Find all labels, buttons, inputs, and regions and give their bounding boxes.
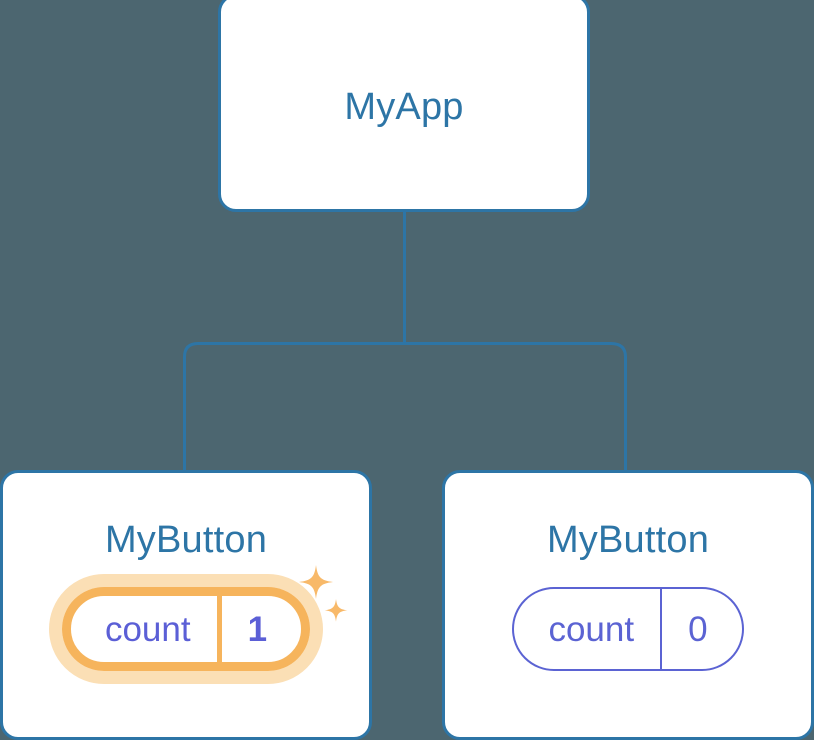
node-mybutton-1[interactable]: MyButton count 1 bbox=[0, 470, 372, 740]
node-title: MyButton bbox=[546, 519, 710, 561]
connector-branch-right bbox=[404, 342, 627, 471]
state-key-label: count bbox=[104, 609, 191, 649]
state-pill-wrapper: count 1 bbox=[48, 565, 348, 684]
state-value-label: 1 bbox=[216, 596, 301, 662]
state-pill-count-updated[interactable]: count 1 bbox=[61, 587, 311, 671]
connector-branch-left bbox=[183, 342, 405, 471]
state-pill-wrapper: count 0 bbox=[512, 587, 744, 671]
state-key-label: count bbox=[548, 609, 635, 649]
node-mybutton-2[interactable]: MyButton count 0 bbox=[442, 470, 814, 740]
node-myapp[interactable]: MyApp bbox=[218, 0, 590, 212]
node-title: MyApp bbox=[344, 86, 464, 128]
node-title: MyButton bbox=[104, 519, 268, 561]
sparkle-star-small-icon bbox=[324, 599, 348, 622]
sparkle-star-large-icon bbox=[299, 565, 334, 599]
state-value-label: 0 bbox=[660, 589, 741, 669]
state-pill-count[interactable]: count 0 bbox=[512, 587, 744, 671]
